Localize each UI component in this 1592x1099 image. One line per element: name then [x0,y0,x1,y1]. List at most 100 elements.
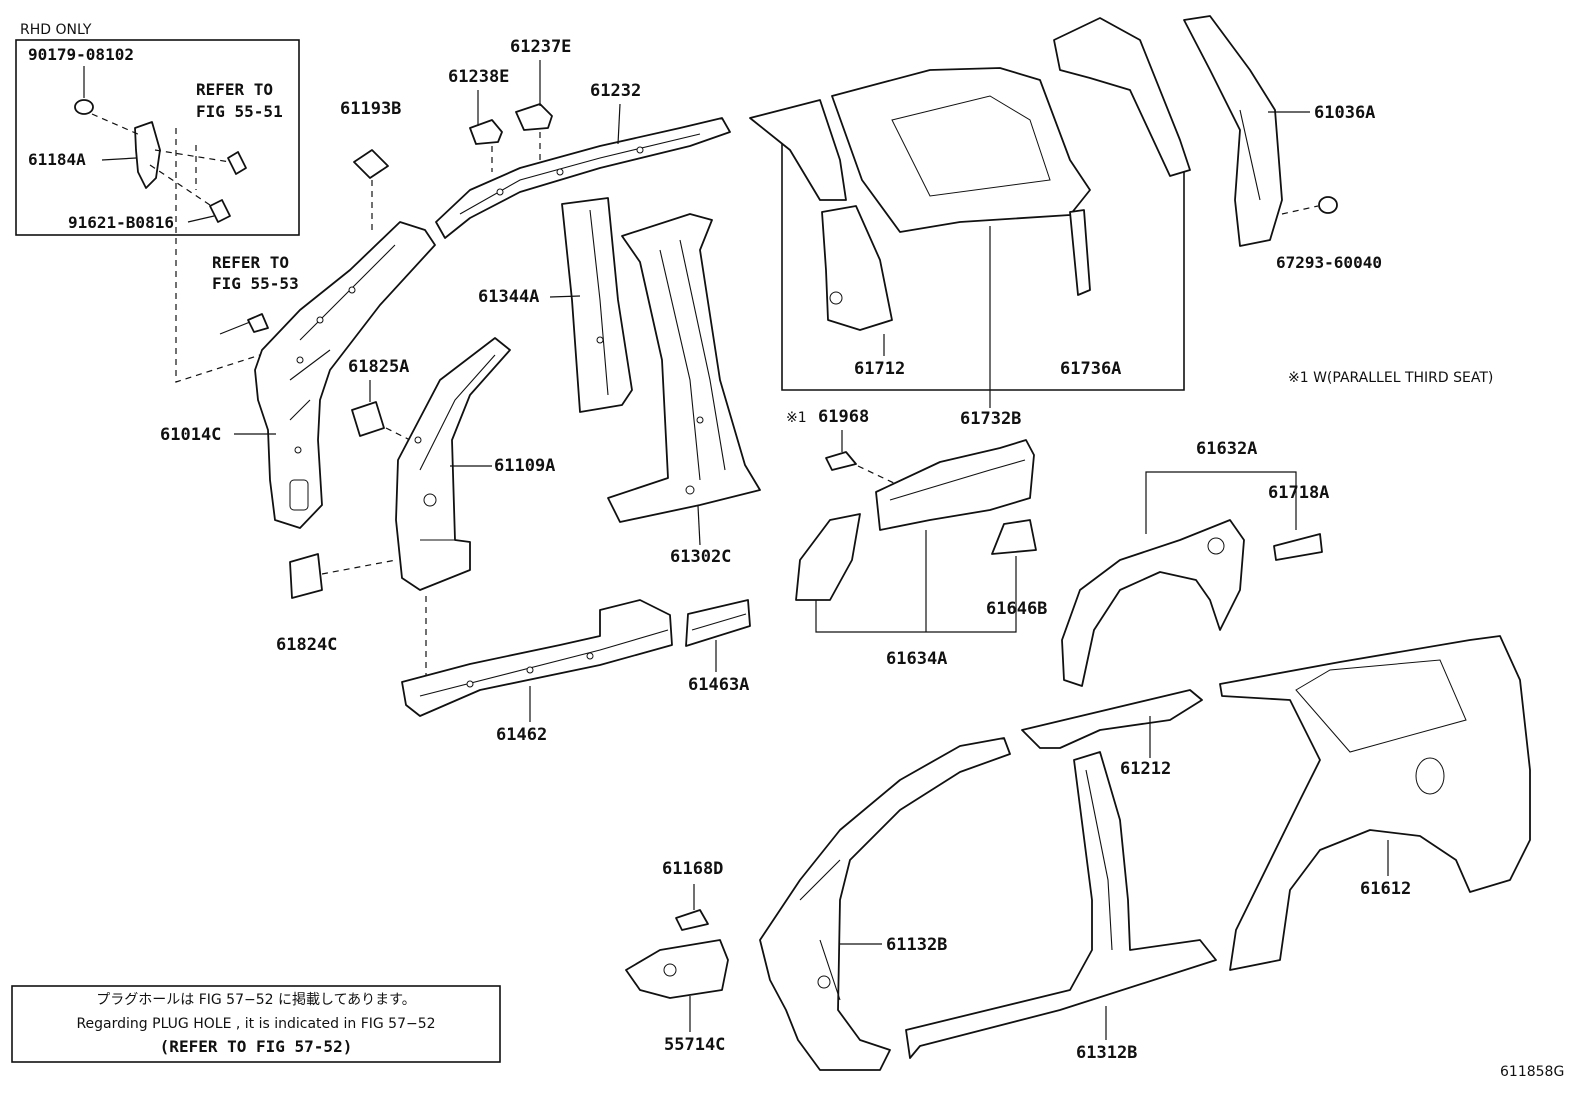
nut-67293-shape [1318,196,1338,214]
label-61825A: 61825A [348,357,409,377]
pillar-61712-shape [821,205,893,331]
label-61344A: 61344A [478,287,539,307]
label-fig-55-51: FIG 55-51 [196,102,283,121]
note-box [11,985,501,1063]
part-61612: 61612 [1219,635,1531,971]
label-61612: 61612 [1360,879,1411,899]
label-refer-to-a: REFER TO [196,80,273,99]
bracket-61968-shape [825,451,857,471]
label-61184A: 61184A [28,150,86,169]
part-61302C: 61302C [607,213,761,567]
label-61237E: 61237E [510,37,571,57]
clip-nut-shape [74,99,94,115]
bracket-61238E-shape [469,119,503,145]
wheelhouse-inner-61634A-shape [875,439,1035,531]
part-61109A: 61825A 61109A 61824C [276,337,555,676]
bolt-fig-55-53-shape [247,313,269,333]
bracket-61632A [1145,471,1297,534]
label-61168D: 61168D [662,859,723,879]
note-jp: プラグホールは FIG 57−52 に掲載してあります。 [96,992,416,1008]
bracket-61718A-shape [1273,533,1323,561]
label-61732B: 61732B [960,409,1021,429]
part-61132B: 61132B [759,737,1011,1071]
rhd-only-label: RHD ONLY [20,22,92,38]
pad-61824C-shape [289,553,323,599]
label-61736A: 61736A [1060,359,1121,379]
strip-61736A-shape [1069,209,1091,296]
quarter-window [1295,659,1467,753]
label-61193B: 61193B [340,99,401,119]
dashed-connector [91,113,261,383]
pillar-61344A-shape [561,197,633,413]
label-90179-08102: 90179-08102 [28,45,134,64]
window-opening [891,95,1051,197]
bolt-lower-shape [209,199,231,223]
fuel-lid [1415,757,1445,795]
part-61036A: 61036A 67293-60040 [1183,15,1382,272]
rocker-inner-61462-shape [401,599,673,717]
quarter-upper-left-shape [749,99,847,201]
label-61238E: 61238E [448,67,509,87]
label-61634A: 61634A [886,649,947,669]
bolt-upper-shape [227,151,247,175]
label-55714C: 55714C [664,1035,725,1055]
bracket-61184A-shape [134,121,161,189]
roof-rail-61232-shape [435,117,731,239]
label-61968: 61968 [818,407,869,427]
label-61232: 61232 [590,81,641,101]
label-61132B: 61132B [886,935,947,955]
note-ref: (REFER TO FIG 57-52) [160,1037,353,1056]
bracket-61237E-shape [515,103,553,131]
rhd-only-group: RHD ONLY 90179-08102 REFER TO FIG 55-51 … [15,22,300,383]
label-61014C: 61014C [160,425,221,445]
figure-id: 611858G [1500,1064,1564,1080]
note-en: Regarding PLUG HOLE , it is indicated in… [76,1016,435,1032]
bracket-61646B-shape [991,519,1037,555]
part-61014C: REFER TO FIG 55-53 61014C 61193B [160,99,436,529]
plug-hole-note: プラグホールは FIG 57−52 に掲載してあります。 Regarding P… [11,985,501,1063]
label-61718A: 61718A [1268,483,1329,503]
label-67293-60040: 67293-60040 [1276,253,1382,272]
label-61646B: 61646B [986,599,1047,619]
part-61232: 61238E 61237E 61232 [435,37,731,239]
part-61462: 61462 61463A [401,599,751,745]
label-61463A: 61463A [688,675,749,695]
pad-61193B-shape [353,149,389,179]
part-55714C: 61168D 55714C [625,859,729,1055]
label-61109A: 61109A [494,456,555,476]
part-61632A-group: 61632A 61718A [1061,439,1329,687]
label-61632A: 61632A [1196,439,1257,459]
extension-61463A-shape [685,599,751,647]
label-61824C: 61824C [276,635,337,655]
rocker-outer-61312B-shape [905,751,1217,1059]
part-61732B-group: 61712 61732B 61736A [749,17,1191,429]
part-61212: 61212 [1021,689,1203,779]
wheelhouse-outer-61632A-shape [1061,519,1245,687]
footnote-third-seat: ※1 W(PARALLEL THIRD SEAT) [1288,370,1493,386]
label-fig-55-53: FIG 55-53 [212,274,299,293]
bracket-61168D-shape [675,909,709,931]
b-pillar-inner-61109A-shape [395,337,511,591]
label-61968-mark: ※1 [786,410,807,426]
label-91621-B0816: 91621-B0816 [68,213,174,232]
part-61312B: 61312B [905,751,1217,1063]
bracket-55714C-shape [625,939,729,999]
reinforcement-front-shape [795,513,861,601]
part-61634A-group: ※1 61968 61646B 61634A [786,407,1047,669]
rhd-only-box [15,39,300,236]
back-panel-61036A-shape [1183,15,1283,247]
label-61712: 61712 [854,359,905,379]
part-61344A: 61344A [478,197,633,413]
back-door-opening-shape [1053,17,1191,177]
roof-rail-outer-61212-shape [1021,689,1203,749]
label-61302C: 61302C [670,547,731,567]
bracket-61712-61736A [781,140,1185,391]
label-refer-to-b: REFER TO [212,253,289,272]
label-61212: 61212 [1120,759,1171,779]
label-61462: 61462 [496,725,547,745]
pad-61825A-shape [351,401,385,437]
center-pillar-61302C-shape [607,213,761,523]
label-61312B: 61312B [1076,1043,1137,1063]
label-61036A: 61036A [1314,103,1375,123]
